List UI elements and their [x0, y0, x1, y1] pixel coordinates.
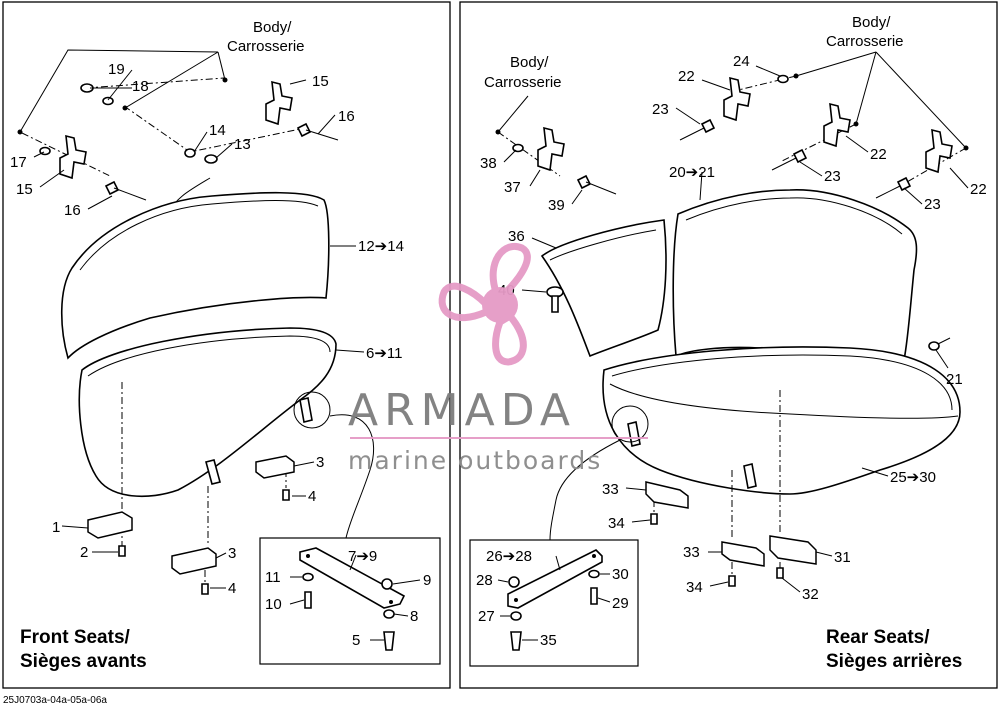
callout-27: 27 [478, 608, 495, 625]
rear-seats-panel [459, 1, 998, 689]
rear-seats-drawing [469, 51, 969, 667]
screw [296, 122, 312, 138]
rear-seat-cushion [602, 346, 961, 495]
rear-title-en: Rear Seats/ [826, 627, 930, 648]
watermark-tagline: marine outboards [348, 446, 602, 475]
front-seats-panel [2, 1, 451, 689]
callout-33: 33 [602, 481, 619, 498]
propeller-logo-icon [438, 242, 531, 366]
callout-13: 13 [234, 136, 251, 153]
callout-11: 11 [265, 569, 281, 586]
callout-14: 14 [209, 122, 226, 139]
callout-23: 23 [652, 101, 669, 118]
callout-35: 35 [540, 632, 557, 649]
callout-1: 1 [52, 519, 60, 536]
callout-23b: 23 [824, 168, 841, 185]
callout-5: 5 [352, 632, 360, 649]
callout-8: 8 [410, 608, 418, 625]
callout-7-9: 7➔9 [348, 548, 377, 565]
front-detail-box [259, 537, 441, 665]
callout-4b: 4 [228, 580, 236, 597]
callout-34: 34 [608, 515, 625, 532]
callout-36: 36 [508, 228, 525, 245]
rear-title-fr: Sièges arrières [826, 651, 962, 672]
rear-main-backrest [672, 189, 918, 361]
callout-33b: 33 [683, 544, 700, 561]
rear-side-backrest [540, 219, 667, 358]
callout-32: 32 [802, 586, 819, 603]
callout-17: 17 [10, 154, 27, 171]
support-block [255, 455, 295, 479]
callout-4: 4 [308, 488, 316, 505]
seat-slide-bar [299, 547, 406, 609]
callout-23c: 23 [924, 196, 941, 213]
hinge-bracket [59, 134, 87, 180]
callout-34b: 34 [686, 579, 703, 596]
support-block [87, 511, 133, 539]
front-seats-drawing [17, 49, 441, 665]
callout-20-21: 20➔21 [669, 164, 715, 181]
support-block [721, 541, 765, 567]
callout-30: 30 [612, 566, 629, 583]
callout-28: 28 [476, 572, 493, 589]
callout-16: 16 [338, 108, 355, 125]
armada-watermark: ARMADA marine outboards [348, 242, 648, 475]
callout-37: 37 [504, 179, 521, 196]
watermark-brand: ARMADA [348, 385, 576, 436]
callout-25-30: 25➔30 [890, 469, 936, 486]
screw [104, 180, 120, 196]
washer [204, 154, 218, 164]
hinge-bracket [537, 126, 565, 172]
front-title-en: Front Seats/ [20, 627, 131, 648]
support-block [645, 481, 689, 509]
callout-38: 38 [480, 155, 497, 172]
callout-22b: 22 [870, 146, 887, 163]
front-labels: Body/ Carrosserie 19 18 15 16 14 13 17 1… [10, 19, 431, 672]
callout-19: 19 [108, 61, 125, 78]
hinge-bracket [823, 102, 851, 148]
washer [102, 96, 114, 106]
callout-15: 15 [312, 73, 329, 90]
watermark-divider [350, 437, 648, 439]
hinge-bracket [925, 128, 953, 174]
callout-39: 39 [548, 197, 565, 214]
callout-29: 29 [612, 595, 629, 612]
callout-12-14: 12➔14 [358, 238, 404, 255]
callout-6-11: 6➔11 [366, 345, 402, 362]
body-label-front-2: Carrosserie [227, 38, 305, 55]
callout-24: 24 [733, 53, 750, 70]
figure-code: 25J0703a-04a-05a-06a [3, 695, 107, 706]
front-title-fr: Sièges avants [20, 651, 147, 672]
callout-21: 21 [946, 371, 963, 388]
callout-3b: 3 [228, 545, 236, 562]
support-block [171, 547, 217, 575]
callout-15b: 15 [16, 181, 33, 198]
callout-22c: 22 [970, 181, 987, 198]
callout-2: 2 [80, 544, 88, 561]
body-label-rear-b-2: Carrosserie [826, 33, 904, 50]
body-label-rear-b-1: Body/ [852, 14, 891, 31]
callout-9: 9 [423, 572, 431, 589]
callout-18: 18 [132, 78, 149, 95]
hinge-bracket [265, 80, 293, 126]
body-label-rear-a-1: Body/ [510, 54, 549, 71]
callout-31: 31 [834, 549, 851, 566]
hinge-bracket [723, 76, 751, 122]
body-label-front-1: Body/ [253, 19, 292, 36]
callout-22: 22 [678, 68, 695, 85]
front-backrest [60, 191, 330, 360]
lock-nut [184, 148, 196, 158]
callout-16b: 16 [64, 202, 81, 219]
rear-detail-box [469, 539, 639, 667]
body-label-rear-a-2: Carrosserie [484, 74, 562, 91]
callout-26-28: 26➔28 [486, 548, 532, 565]
callout-3: 3 [316, 454, 324, 471]
callout-10: 10 [265, 596, 282, 613]
support-block [769, 535, 817, 565]
seat-slide-bar [507, 549, 603, 609]
